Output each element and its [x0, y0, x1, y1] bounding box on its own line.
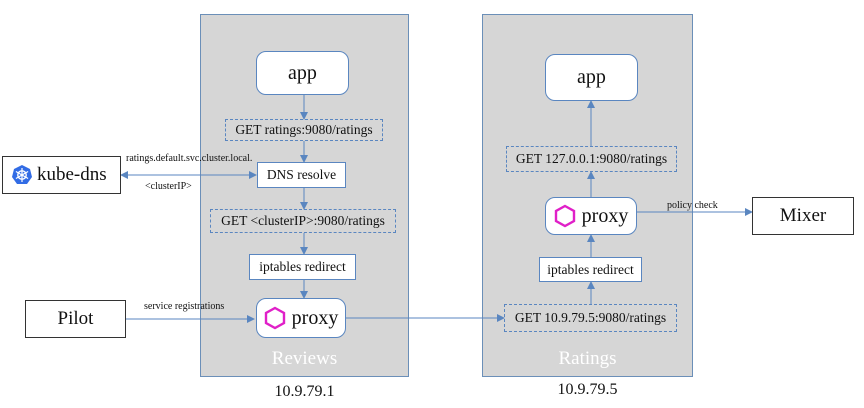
- kube-dns-box: kube-dns: [2, 156, 121, 194]
- mixer-box: Mixer: [752, 197, 854, 235]
- reviews-proxy-label: proxy: [291, 306, 339, 329]
- ratings-iptables-redirect: iptables redirect: [539, 257, 642, 282]
- pilot-box: Pilot: [25, 300, 126, 338]
- ratings-pod-label: Ratings: [558, 348, 617, 369]
- ratings-get-local-step: GET 127.0.0.1:9080/ratings: [506, 146, 677, 172]
- reviews-get-clusterip-step: GET <clusterIP>:9080/ratings: [210, 209, 396, 233]
- reviews-iptables-redirect: iptables redirect: [249, 254, 356, 280]
- service-registrations-label: service registrations: [144, 301, 225, 312]
- kubernetes-wheel-icon: [12, 165, 32, 184]
- ratings-app-box: app: [545, 54, 638, 101]
- reviews-pod-label: Reviews: [271, 348, 338, 369]
- policy-check-label: policy check: [667, 200, 718, 211]
- external-arrows: [120, 171, 753, 323]
- reviews-get-ratings-step: GET ratings:9080/ratings: [225, 119, 383, 141]
- reviews-ip: 10.9.79.1: [274, 383, 335, 400]
- dns-answer-label: <clusterIP>: [145, 181, 192, 192]
- ratings-proxy-box: proxy: [545, 197, 637, 235]
- reviews-app-box: app: [256, 51, 349, 95]
- ratings-proxy-label: proxy: [581, 204, 629, 227]
- reviews-proxy-box: proxy: [256, 298, 346, 338]
- hexagon-proxy-icon: [554, 204, 575, 228]
- dns-query-label: ratings.default.svc.cluster.local.: [126, 153, 253, 164]
- kube-dns-label: kube-dns: [37, 164, 107, 185]
- ratings-ip: 10.9.79.5: [557, 381, 618, 398]
- dns-resolve-box: DNS resolve: [257, 162, 346, 188]
- ratings-get-podip-step: GET 10.9.79.5:9080/ratings: [504, 304, 677, 332]
- hexagon-proxy-icon: [264, 306, 285, 330]
